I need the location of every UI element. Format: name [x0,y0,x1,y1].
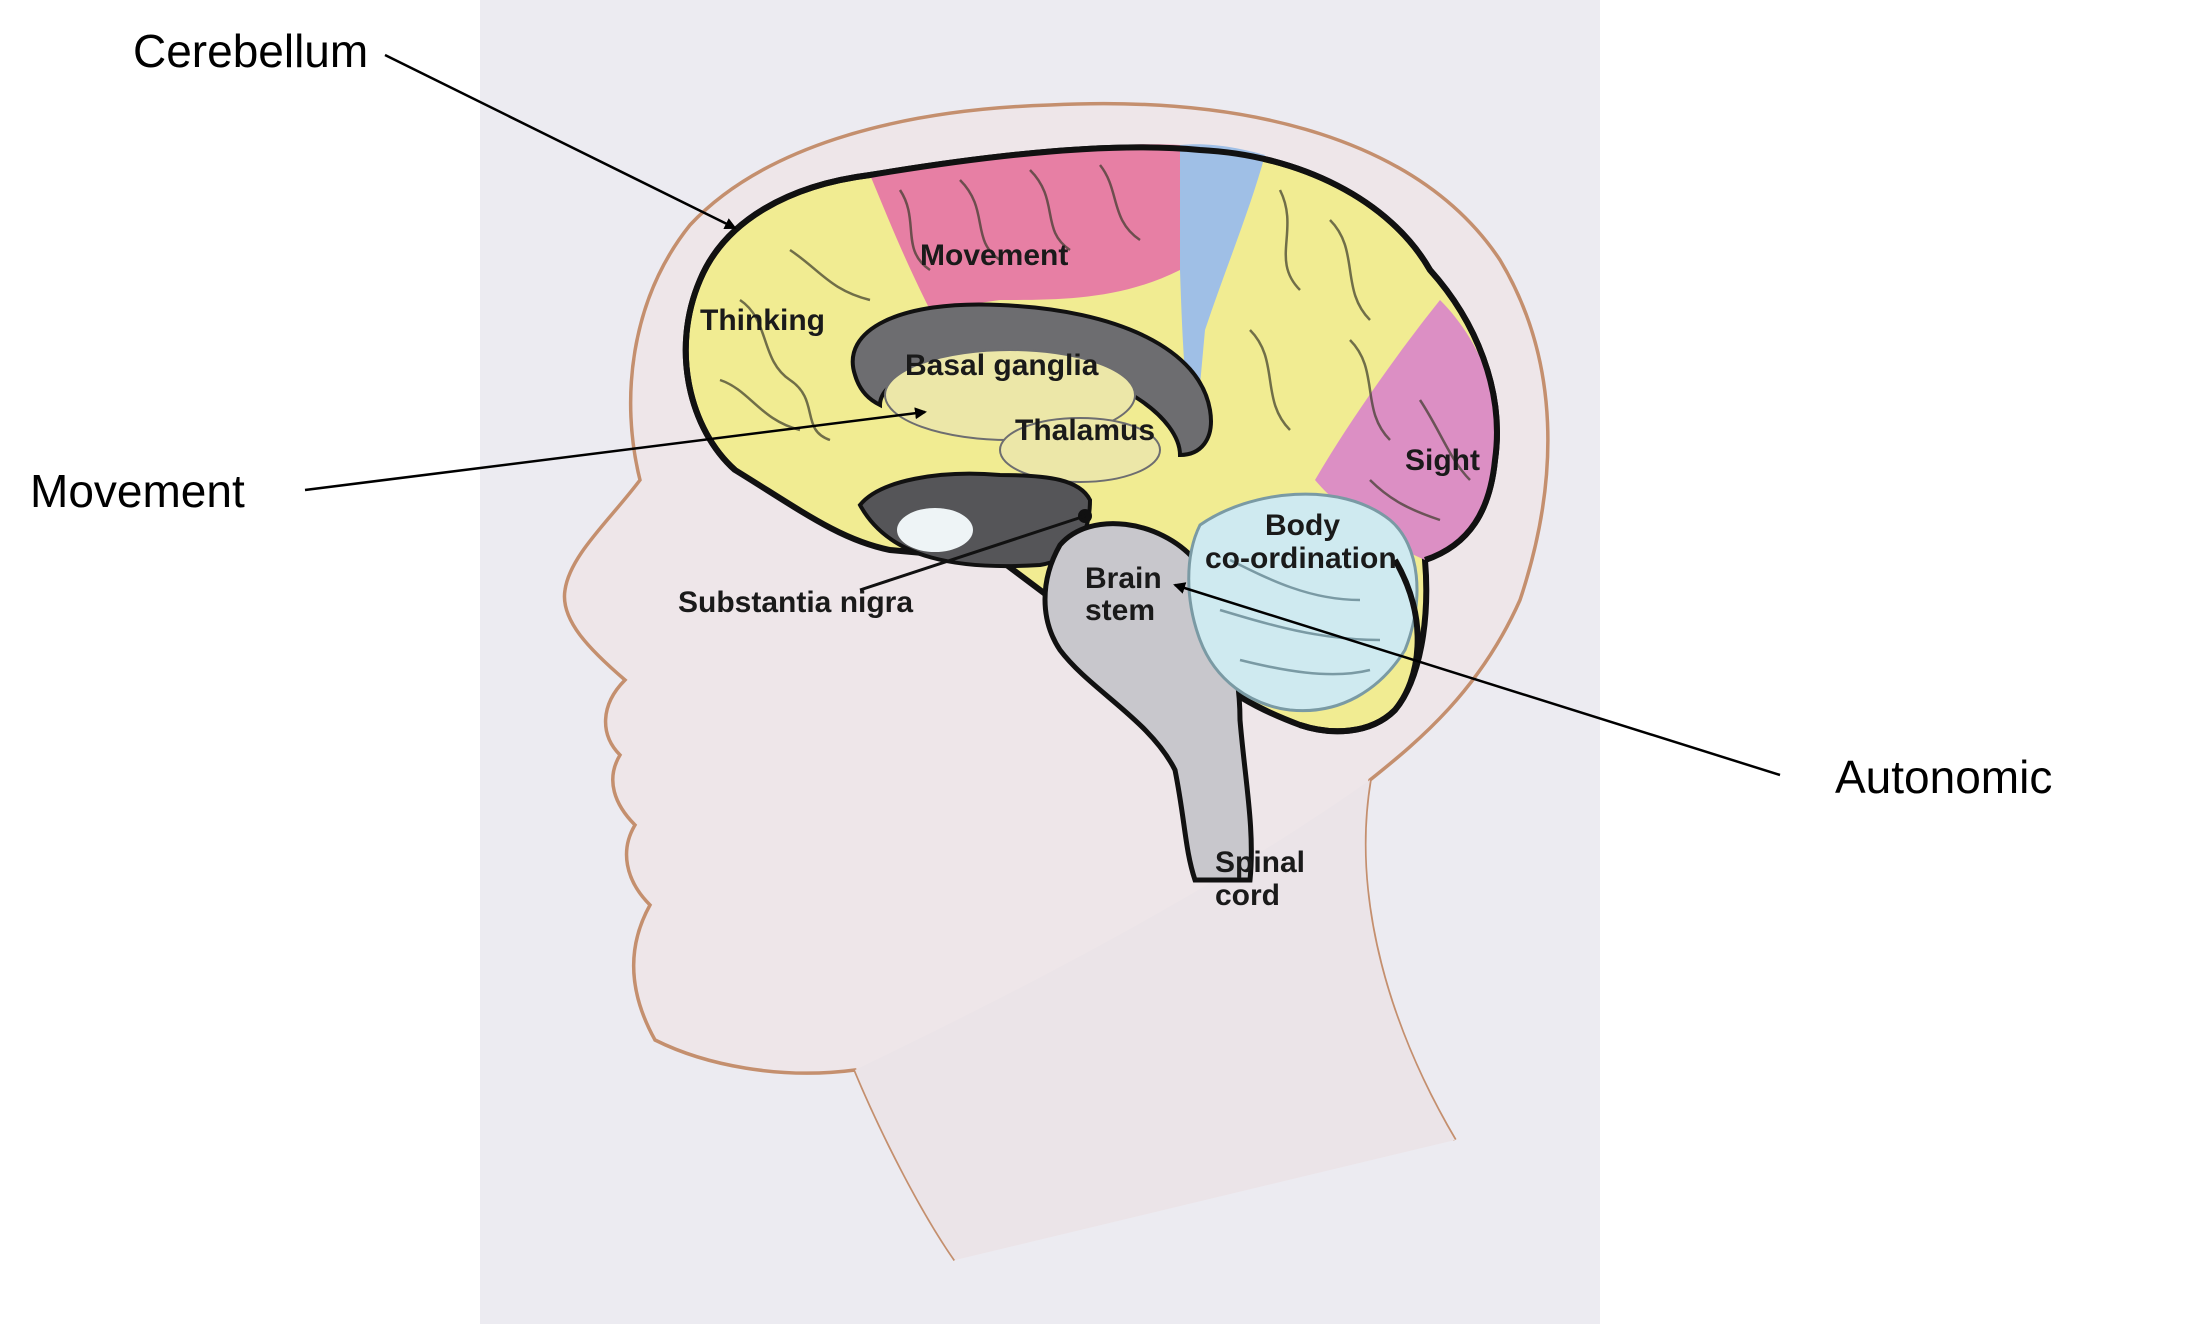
label-co-ordination: co-ordination [1205,542,1397,575]
autonomic-arrow [1173,582,1781,777]
sensory-region [1180,144,1265,440]
motor-region [870,144,1180,310]
panel-labels: Movement Thinking Basal ganglia Thalamus… [678,239,1480,912]
movement-arrow [304,407,927,492]
callout-cerebellum: Cerebellum [133,25,369,77]
substantia-nigra-pointer [859,514,1086,592]
pituitary-highlight [897,508,973,552]
label-movement: Movement [920,239,1068,272]
cerebellum-shape [1187,492,1419,713]
neck-shade [855,780,1455,1260]
callout-movement: Movement [30,465,245,517]
label-stem: stem [1085,594,1155,627]
brain-outline-stroke [682,144,1500,563]
cerebellum-folds [1219,558,1381,676]
sight-region [1315,300,1498,560]
label-brain: Brain [1085,562,1162,595]
label-substantia-nigra: Substantia nigra [678,586,913,619]
label-sight: Sight [1405,444,1480,477]
cerebellum-arrow [384,53,737,230]
cerebellum-outer [1299,558,1421,735]
gyri-lines [719,164,1471,522]
label-body: Body [1265,509,1340,542]
label-basal-ganglia: Basal ganglia [905,349,1099,382]
label-thalamus: Thalamus [1015,414,1155,447]
label-spinal: Spinal [1215,846,1305,879]
label-cord: cord [1215,879,1280,912]
callout-autonomic: Autonomic [1835,751,2053,803]
thalamus-shape [999,417,1161,483]
label-thinking: Thinking [700,304,825,337]
